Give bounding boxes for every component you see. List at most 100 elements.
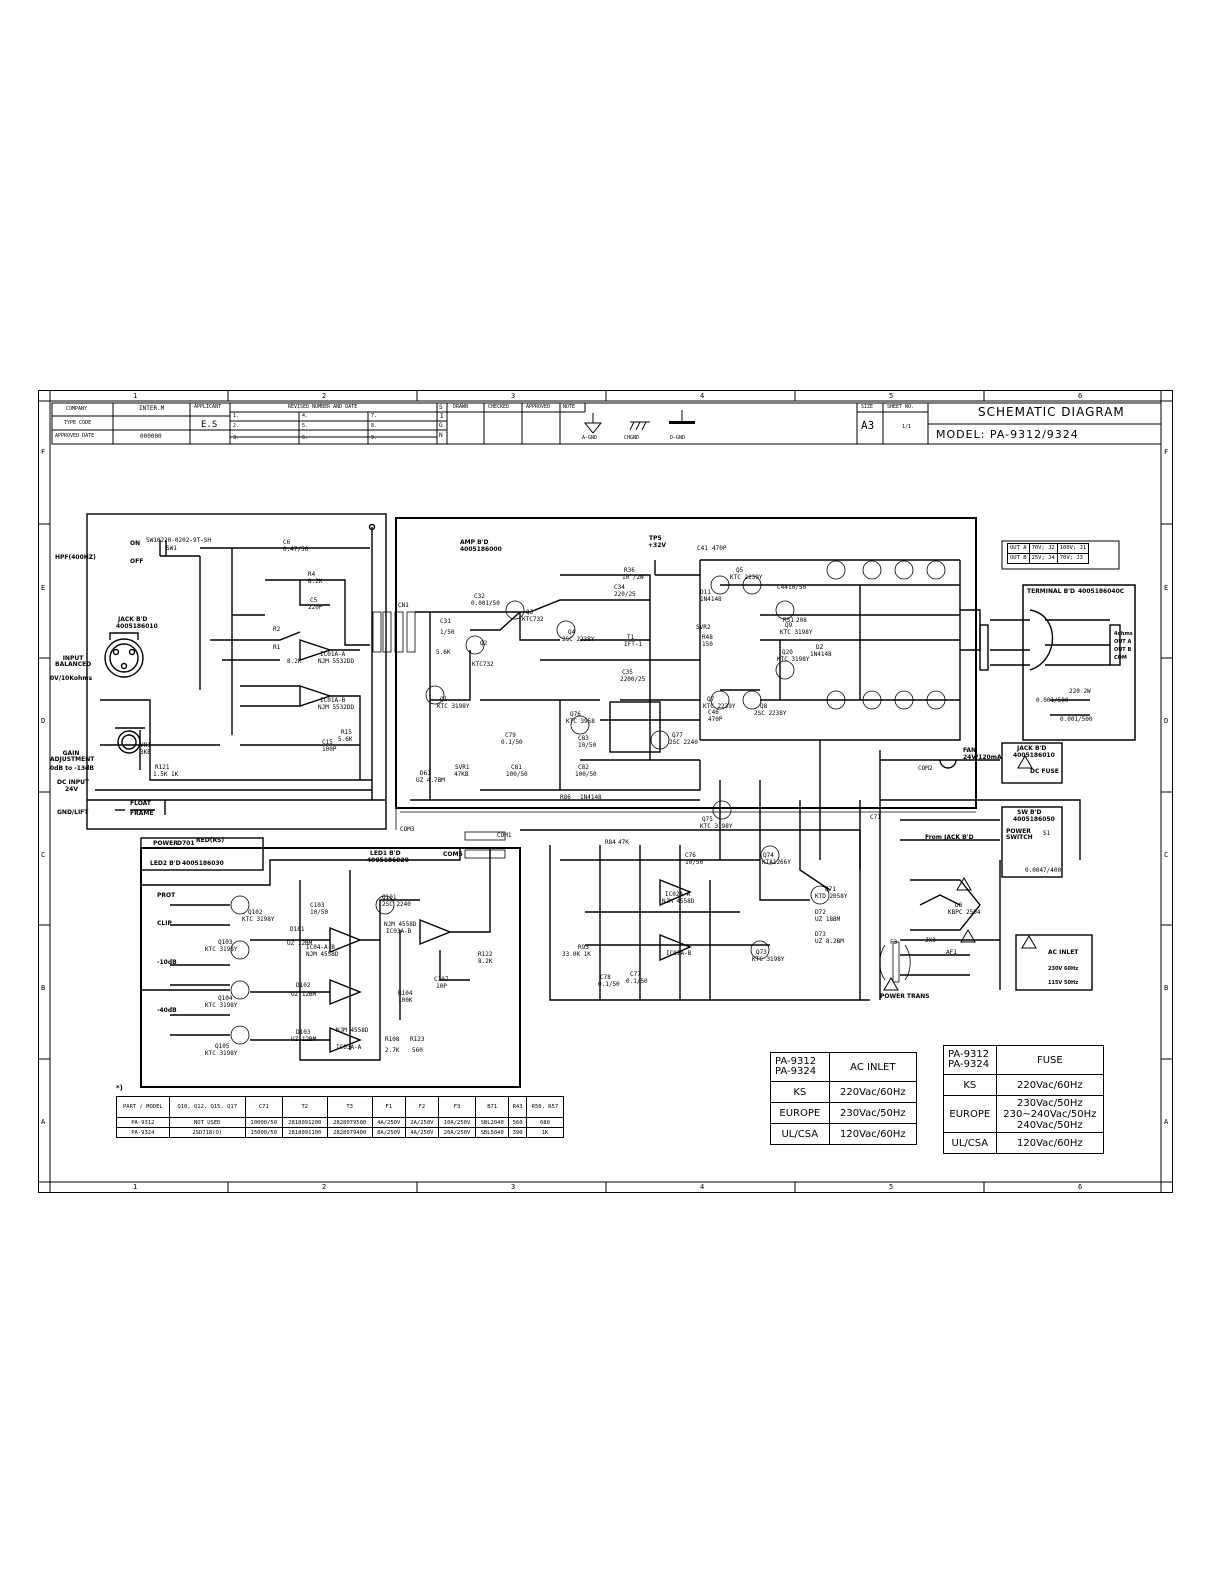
jack-bd-label: JACK B'D bbox=[118, 616, 148, 623]
parts-header-cell: F1 bbox=[371, 1096, 406, 1118]
sw-bd-code: 4005186050 bbox=[1013, 816, 1055, 823]
out-b-label: OUT B bbox=[1114, 647, 1132, 653]
power-switch-label: POWER SWITCH bbox=[1006, 828, 1033, 841]
q7-part: KTC 2239Y bbox=[703, 703, 736, 710]
revision-9: 9. bbox=[371, 435, 378, 441]
dc-volt-label: 24V bbox=[65, 786, 78, 793]
ac-inlet-model: PA-9312 bbox=[775, 1056, 817, 1067]
parts-cell: PA-9324 bbox=[116, 1127, 170, 1138]
sw1-code: SW10220-0202-9T-SH bbox=[146, 537, 212, 544]
parts-cell: 1K bbox=[525, 1127, 565, 1138]
parts-cell: 10A/250V bbox=[437, 1117, 477, 1128]
revision-2: 2. bbox=[233, 423, 240, 429]
out-cell: 25V; J4 bbox=[1028, 553, 1058, 564]
c34-label: C34 bbox=[614, 584, 625, 591]
r48-value: 150 bbox=[702, 641, 713, 648]
c41-label: C41 bbox=[697, 545, 708, 552]
c31-label: C31 bbox=[440, 618, 451, 625]
bridge-label: KBPC 2504 bbox=[948, 909, 981, 916]
q20-label: Q20 bbox=[782, 649, 793, 656]
c79-value: 0.1/50 bbox=[501, 739, 523, 746]
terminal-board bbox=[1001, 540, 1136, 741]
led2-bd-code: 4005186030 bbox=[182, 860, 224, 867]
jack-bd2-code: 4005186010 bbox=[1013, 752, 1055, 759]
led2-bd-label: LED2 B'D bbox=[150, 860, 181, 867]
parts-header-cell: PART / MODEL bbox=[116, 1096, 170, 1118]
r93-label: R93 bbox=[578, 944, 589, 951]
com3-label: COM3 bbox=[400, 826, 415, 833]
grid-row-c: C bbox=[41, 851, 46, 859]
svr1-value: 47KB bbox=[454, 771, 469, 778]
grid-col-5: 5 bbox=[889, 392, 894, 400]
q75-label: Q75 bbox=[702, 816, 713, 823]
size-label: SIZE bbox=[861, 404, 874, 410]
c83-label: C83 bbox=[578, 735, 589, 742]
parts-cell: 680 bbox=[525, 1117, 565, 1128]
ac-inlet-region: EUROPE bbox=[770, 1102, 830, 1124]
model-title: MODEL: PA-9312/9324 bbox=[936, 428, 1079, 441]
parts-cell: SBL2040 bbox=[475, 1117, 510, 1128]
com2-label: COM2 bbox=[918, 765, 933, 772]
d61-value: UZ 4.7BM bbox=[416, 777, 445, 784]
clip-label: CLIP bbox=[157, 920, 172, 927]
q71-part: KTD 2058Y bbox=[815, 893, 848, 900]
revision-6: 6. bbox=[302, 435, 309, 441]
d61-label: D61 bbox=[420, 770, 431, 777]
c100-value: 0.0047/400 bbox=[1025, 867, 1062, 874]
fuse-row: UL/CSA 120Vac/60Hz bbox=[943, 1132, 1105, 1154]
d101-value: UZ 12BM bbox=[287, 940, 313, 947]
ac-inlet-region: KS bbox=[770, 1081, 830, 1103]
d73-label: D73 bbox=[815, 931, 826, 938]
r86-label: R86 bbox=[560, 794, 571, 801]
q101-part: 2SC 2240 bbox=[382, 901, 411, 908]
c32-value: 0.001/50 bbox=[471, 600, 500, 607]
ic04a-part: NJM 4558D bbox=[306, 951, 339, 958]
led-board bbox=[140, 847, 521, 1088]
d80-value: 1N4148 bbox=[580, 794, 602, 801]
input-section bbox=[86, 513, 387, 830]
fuse-table: PA-9312 PA-9324 FUSE KS 220Vac/60Hz EURO… bbox=[943, 1045, 1105, 1154]
ohm-label: 4ohms bbox=[1114, 631, 1133, 637]
float-label: FLOAT bbox=[130, 800, 151, 807]
parts-table-row: PA-9324 2SD718(O) 15000/50 2818091100 28… bbox=[116, 1127, 565, 1138]
grid-col-3: 3 bbox=[511, 392, 516, 400]
com-label: COM bbox=[1114, 655, 1127, 661]
ic01b-label: IC01A-B bbox=[320, 697, 346, 704]
c15-label: C15 bbox=[322, 739, 333, 746]
protection-transistors bbox=[712, 800, 830, 960]
r48-label: R48 bbox=[702, 634, 713, 641]
d101-label: D101 bbox=[290, 926, 305, 933]
amp-bd-label: AMP B'D bbox=[460, 539, 489, 546]
grid-row-e: E bbox=[41, 584, 46, 592]
grid-col-4: 4 bbox=[700, 392, 705, 400]
grid-row-c-right: C bbox=[1164, 851, 1169, 859]
grid-row-f-right: F bbox=[1164, 448, 1169, 456]
r36-value: 10 /2W bbox=[622, 574, 644, 581]
gnd-lift-label: GND/LIFT bbox=[57, 809, 89, 816]
type-code-label: TYPE CODE bbox=[64, 420, 92, 426]
r2-label: R2 bbox=[273, 626, 281, 633]
c35-value: 2200/25 bbox=[620, 676, 646, 683]
c125-value: 0.001/500 bbox=[1036, 697, 1069, 704]
parts-cell: 15000/50 bbox=[244, 1127, 283, 1138]
frame-label: FRAME bbox=[130, 810, 154, 817]
diagram-title: SCHEMATIC DIAGRAM bbox=[978, 405, 1125, 419]
led-wiring bbox=[140, 848, 491, 1061]
c107-value: 10P bbox=[436, 983, 447, 990]
bus-lines bbox=[395, 808, 976, 830]
r104-value: 100K bbox=[398, 997, 413, 1004]
ac-inlet-row: EUROPE 230Vac/50Hz bbox=[770, 1102, 918, 1124]
parts-cell: 4A/250V bbox=[404, 1127, 440, 1138]
output-transistors bbox=[425, 560, 946, 750]
q1-label: Q1 bbox=[440, 696, 448, 703]
grid-col-5-bottom: 5 bbox=[889, 1183, 894, 1191]
d72-label: D72 bbox=[815, 909, 826, 916]
fuse-row: KS 220Vac/60Hz bbox=[943, 1074, 1105, 1096]
out-a-label: OUT A bbox=[1114, 639, 1132, 645]
protection-wiring bbox=[520, 740, 870, 1001]
grid-row-d: D bbox=[41, 717, 46, 725]
out-table-row: OUT A 70V; J2 100V; J1 bbox=[1007, 543, 1090, 554]
terminal-wiring bbox=[979, 609, 1121, 716]
q2-part: KTC732 bbox=[472, 661, 494, 668]
applicant-label: APPLICANT bbox=[194, 404, 222, 410]
